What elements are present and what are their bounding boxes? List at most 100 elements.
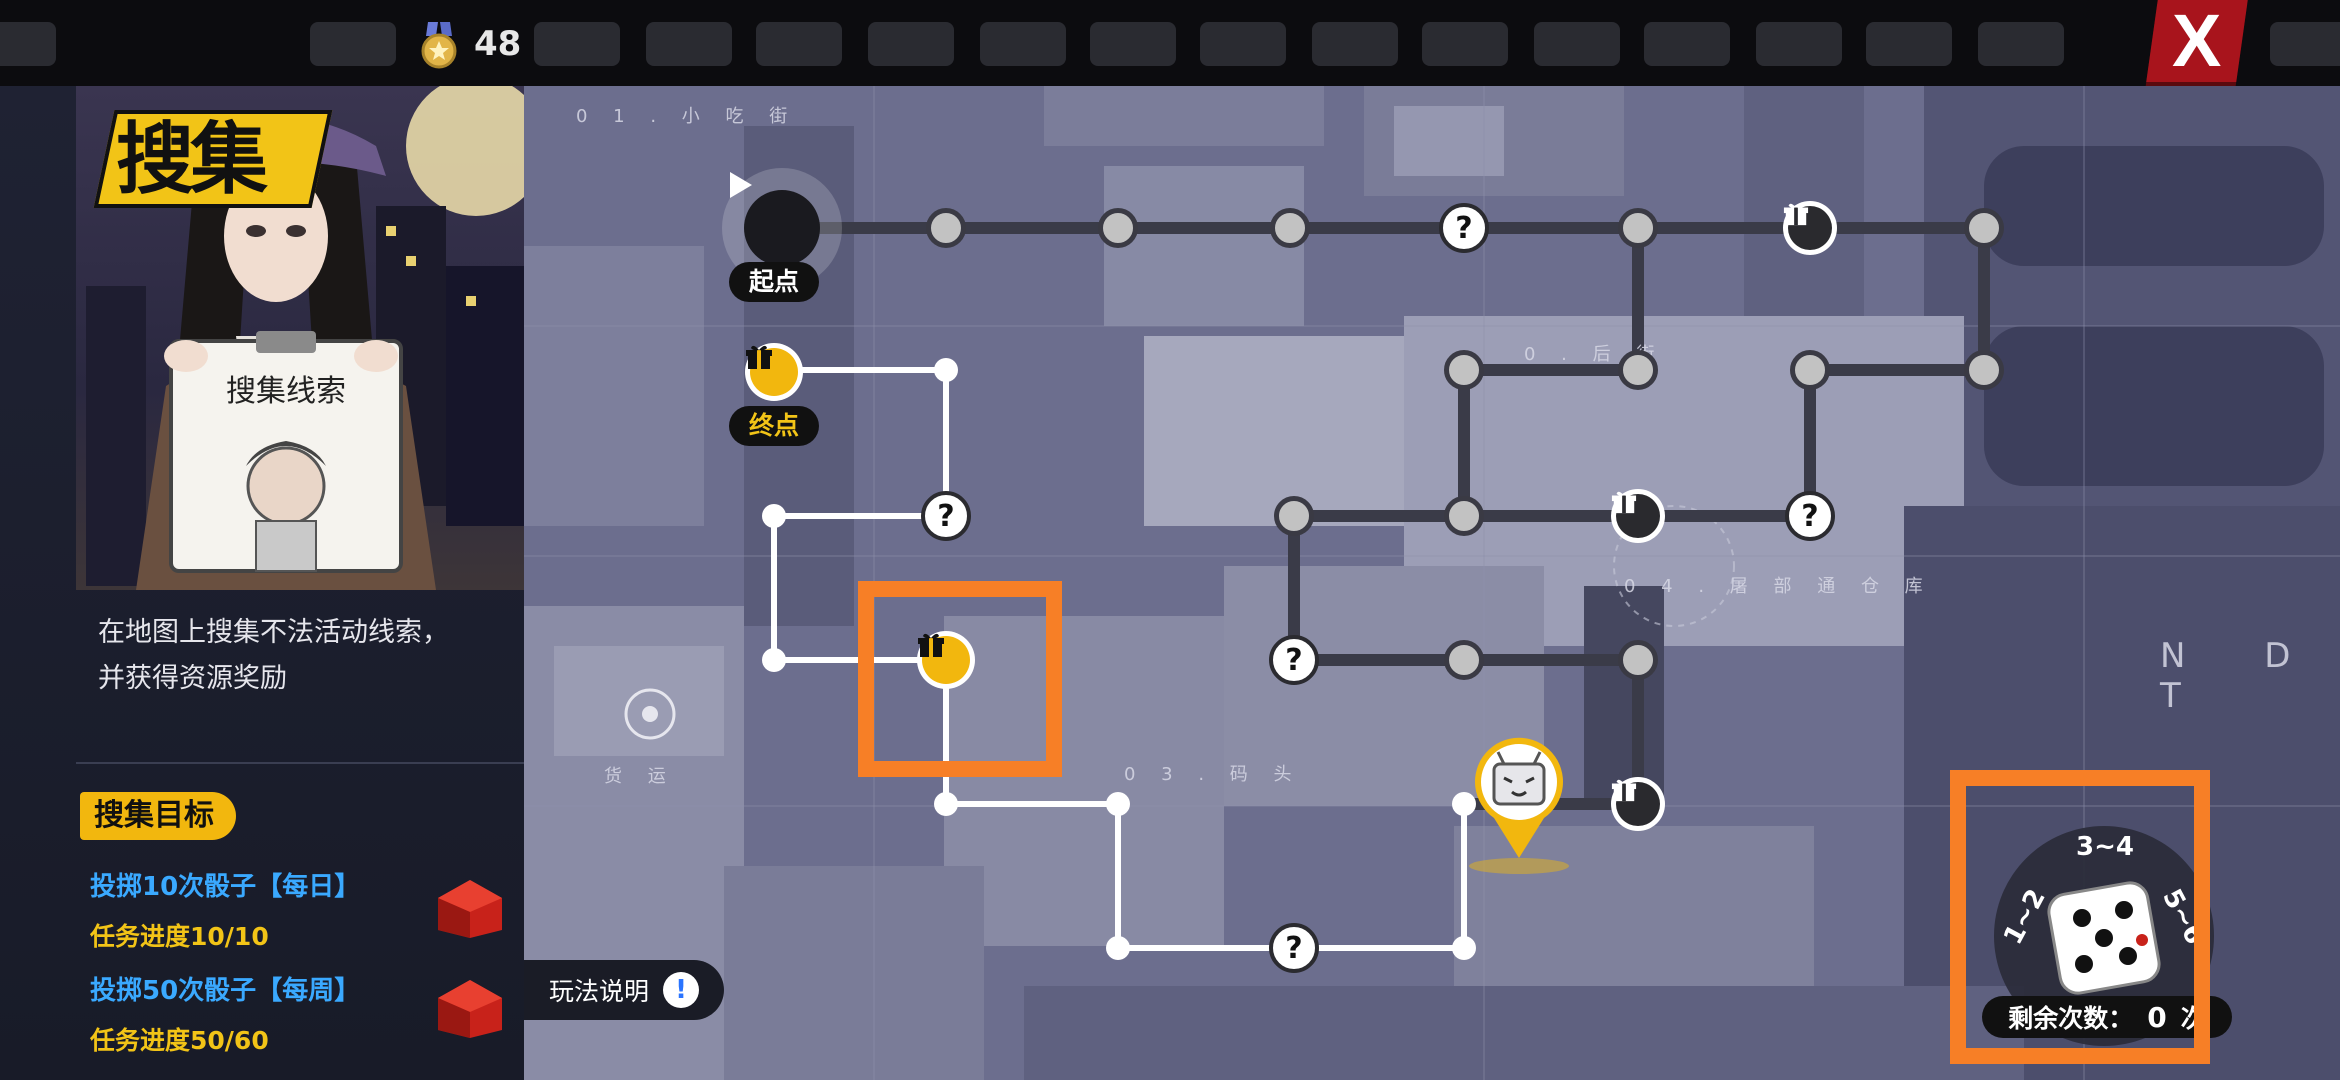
remaining-label: 剩余次数： (2008, 1004, 2134, 1033)
remaining-count: 0 (2147, 1000, 2167, 1034)
gift-icon (1611, 491, 1637, 514)
map-node[interactable] (1618, 640, 1658, 680)
map-node[interactable] (1790, 350, 1830, 390)
street-label: 0 4 . 屠 部 通 仓 库 (1624, 576, 1933, 597)
play-icon (730, 172, 820, 266)
robot-icon (1492, 762, 1546, 806)
gift-icon (1611, 779, 1637, 802)
medal-icon (421, 22, 457, 69)
task-frequency: 【每周】 (256, 976, 361, 1006)
map-node[interactable] (1618, 208, 1658, 248)
highlight-box (1950, 770, 2210, 1064)
map-node[interactable] (1098, 208, 1138, 248)
event-description: 在地图上搜集不法活动线索， 并获得资源奖励 (98, 610, 518, 702)
task-frequency: 【每日】 (256, 872, 361, 902)
divider (76, 762, 524, 764)
task-name: 投掷10次骰子 (90, 872, 257, 902)
film-hole (1978, 22, 2064, 66)
gift-node[interactable] (1783, 201, 1837, 255)
film-hole (1422, 22, 1508, 66)
film-hole (1756, 22, 1842, 66)
visited-node[interactable] (1106, 792, 1130, 816)
mystery-node[interactable]: ? (1439, 203, 1489, 253)
mystery-node[interactable]: ? (921, 491, 971, 541)
task-name: 投掷50次骰子 (90, 976, 257, 1006)
street-label: N D T (2160, 636, 2325, 716)
film-hole (1866, 22, 1952, 66)
gift-icon (746, 345, 772, 369)
film-hole (868, 22, 954, 66)
task-progress: 任务进度10/10 (90, 922, 269, 951)
map-node[interactable] (1274, 496, 1314, 536)
dice-segment: 3~4 (2076, 832, 2134, 862)
task-item-weekly: 投掷50次骰子【每周】 任务进度50/60 (90, 970, 360, 1057)
map-node[interactable] (1444, 350, 1484, 390)
map-node[interactable] (1444, 640, 1484, 680)
visited-node[interactable] (934, 358, 958, 382)
question-icon: ? (1455, 210, 1473, 246)
highlight-box (858, 581, 1062, 777)
mystery-node[interactable]: ? (1269, 923, 1319, 973)
gift-icon (918, 633, 944, 657)
dice-icon[interactable] (2046, 880, 2162, 996)
description-line: 并获得资源奖励 (98, 663, 287, 694)
film-hole (1644, 22, 1730, 66)
close-icon: X (2172, 0, 2222, 82)
film-hole (1200, 22, 1286, 66)
task-item-daily: 投掷10次骰子【每日】 任务进度10/10 (90, 866, 360, 953)
medal-count: 48 (474, 24, 522, 64)
map-node[interactable] (926, 208, 966, 248)
description-line: 在地图上搜集不法活动线索， (98, 617, 449, 648)
film-hole (1534, 22, 1620, 66)
film-hole (534, 22, 620, 66)
task-progress: 任务进度50/60 (90, 1026, 269, 1055)
visited-node[interactable] (762, 504, 786, 528)
film-hole (1090, 22, 1176, 66)
event-title: 搜集 (116, 114, 268, 205)
question-icon: ? (1285, 930, 1303, 966)
film-hole (1312, 22, 1398, 66)
map-node[interactable] (1964, 208, 2004, 248)
reward-chest-icon[interactable] (430, 970, 510, 1040)
goals-header: 搜集目标 (80, 792, 236, 840)
street-label: 0 3 . 码 头 (1124, 764, 1302, 785)
dice-widget[interactable]: 3~4 1~2 5~6 剩余次数： 0 次 (1982, 806, 2232, 1046)
left-panel: 搜集线索 搜集 在地图上搜集不法活动线索， 并获得资源奖励 搜集目标 投掷10次… (0, 86, 524, 1080)
film-hole (2270, 22, 2340, 66)
film-hole (310, 22, 396, 66)
film-hole (980, 22, 1066, 66)
info-icon: ! (663, 972, 699, 1008)
event-title-badge: 搜集 (93, 94, 333, 212)
map-node[interactable] (1444, 496, 1484, 536)
film-hole (0, 22, 56, 66)
film-hole (756, 22, 842, 66)
visited-node[interactable] (1106, 936, 1130, 960)
gift-icon (1783, 203, 1809, 226)
gift-node[interactable] (1611, 777, 1665, 831)
street-label: 货 运 (604, 766, 676, 787)
mystery-node[interactable]: ? (1269, 635, 1319, 685)
end-node[interactable] (745, 343, 803, 401)
portrait-sign: 搜集线索 (226, 374, 346, 409)
map-node[interactable] (1964, 350, 2004, 390)
mystery-node[interactable]: ? (1785, 491, 1835, 541)
close-button[interactable]: X (2146, 0, 2248, 82)
map-node[interactable] (1270, 208, 1310, 248)
visited-node[interactable] (762, 648, 786, 672)
visited-node[interactable] (1452, 936, 1476, 960)
reward-chest-icon[interactable] (430, 870, 510, 940)
end-label: 终点 (728, 406, 820, 446)
gift-node[interactable] (1611, 489, 1665, 543)
map-node[interactable] (1618, 350, 1658, 390)
start-label: 起点 (728, 262, 820, 302)
rules-button[interactable]: 玩法说明 ! (524, 960, 724, 1020)
rules-label: 玩法说明 (548, 977, 649, 1006)
visited-node[interactable] (934, 792, 958, 816)
visited-node[interactable] (1452, 792, 1476, 816)
street-label: 0 1 . 小 吃 街 (576, 106, 798, 127)
board-map: 0 1 . 小 吃 街 0 . 后 街 0 4 . 屠 部 通 仓 库 0 3 … (524, 86, 2340, 1080)
gift-node-highlighted[interactable] (917, 631, 975, 689)
film-hole (646, 22, 732, 66)
question-icon: ? (937, 498, 955, 534)
question-icon: ? (1801, 498, 1819, 534)
